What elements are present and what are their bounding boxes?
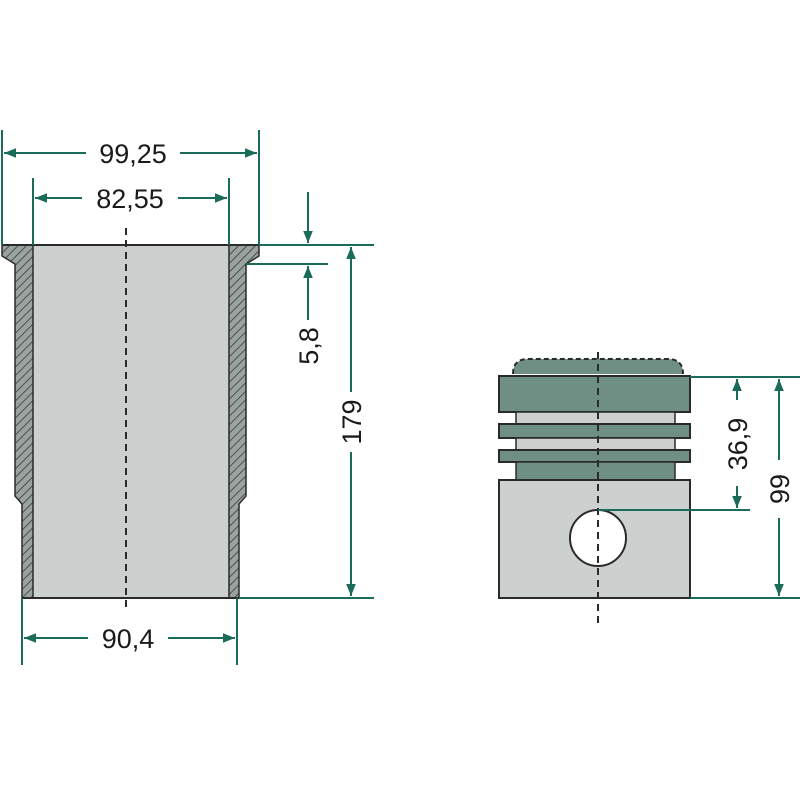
cylinder-liner [1,228,260,612]
label-outer-diameter: 99,25 [99,139,167,169]
piston-ring-1 [498,423,691,439]
piston [498,352,691,625]
piston-ring-2 [498,449,691,463]
liner-bore [33,245,229,598]
piston-crown [498,375,691,413]
label-collar-height: 5,8 [294,327,324,365]
label-liner-length: 179 [337,399,367,444]
piston-land-3 [515,461,676,481]
label-bottom-diameter: 90,4 [102,624,155,654]
liner-left-wall [1,244,34,599]
liner-right-wall [228,244,260,599]
label-pin-offset: 36,9 [723,418,753,471]
piston-dimensions [598,376,800,599]
label-inner-diameter: 82,55 [96,184,164,214]
liner-dimensions [1,130,374,665]
label-piston-height: 99 [765,474,795,504]
piston-dimension-labels: 36,9 99 [723,418,795,504]
liner-dimension-labels: 99,25 82,55 90,4 5,8 179 [96,139,367,654]
piston-land-1 [515,411,676,425]
piston-land-2 [515,437,676,451]
